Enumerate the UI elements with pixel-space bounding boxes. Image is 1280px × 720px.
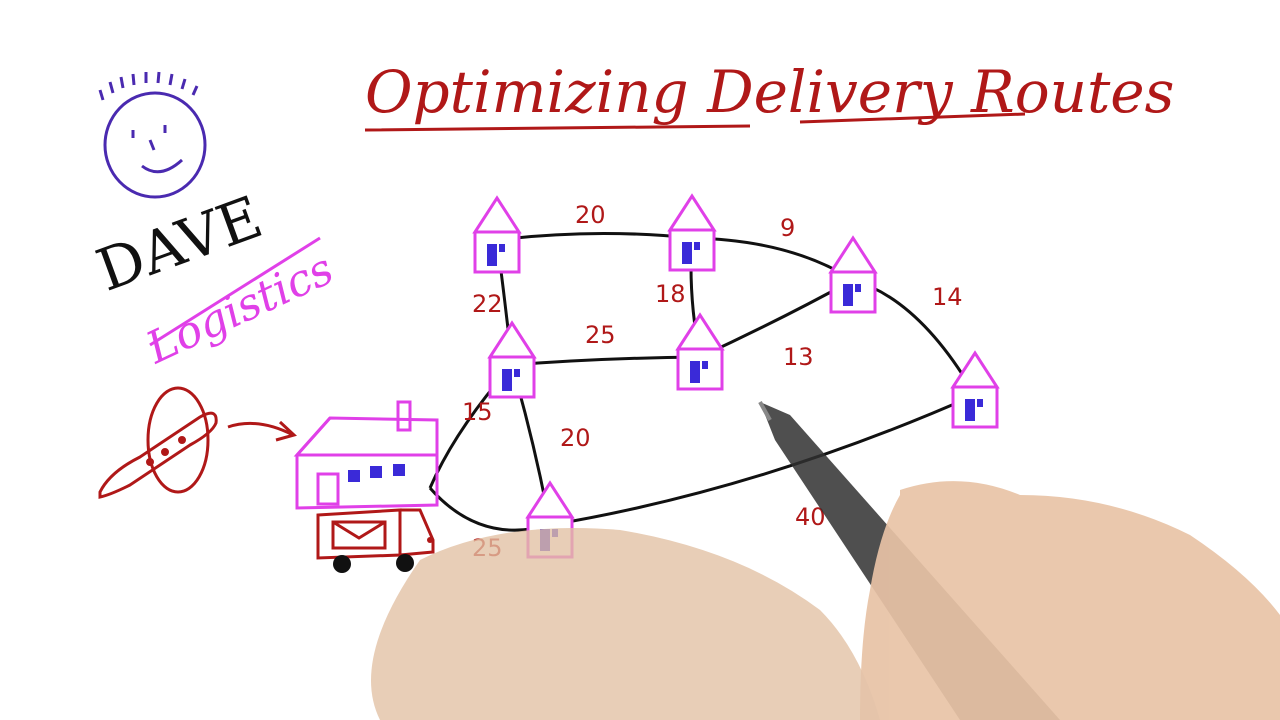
house-icon-h1 bbox=[472, 195, 522, 274]
house-icon-h4 bbox=[487, 320, 537, 399]
edge-weight-h3-h6: 14 bbox=[932, 283, 963, 311]
house-icon-h5 bbox=[675, 312, 725, 391]
house-icon-h6 bbox=[950, 350, 1000, 429]
edge-weight-h1-h4: 22 bbox=[472, 290, 503, 318]
arrow-icon bbox=[227, 420, 297, 442]
page-title: Optimizing Delivery Routes bbox=[365, 58, 1174, 126]
house-icon-h2 bbox=[667, 193, 717, 272]
edge-weight-h4-h7: 20 bbox=[560, 424, 591, 452]
house-icon-h3 bbox=[828, 235, 878, 314]
edge-weight-h4-h5: 25 bbox=[585, 321, 616, 349]
edge-h4-h5 bbox=[511, 355, 701, 367]
edge-h1-h2 bbox=[496, 231, 693, 242]
edge-weight-depot-h4: 15 bbox=[462, 398, 493, 426]
depot-truck-icon bbox=[293, 400, 439, 573]
weight-layer: 209221825131415202540 bbox=[462, 201, 963, 562]
edge-h2-h3 bbox=[691, 236, 854, 282]
hand-overlay bbox=[371, 481, 1280, 720]
edge-weight-h2-h3: 9 bbox=[780, 214, 795, 242]
edge-weight-h2-h5: 18 bbox=[655, 280, 686, 308]
title-underline bbox=[364, 112, 1026, 132]
edge-weight-h5-h3: 13 bbox=[783, 343, 814, 371]
airplane-icon bbox=[98, 386, 218, 499]
subtitle-underline bbox=[149, 236, 321, 347]
edge-h7-h6 bbox=[549, 393, 976, 527]
smiley-face-icon bbox=[98, 71, 207, 199]
edge-weight-h1-h2: 20 bbox=[575, 201, 606, 229]
